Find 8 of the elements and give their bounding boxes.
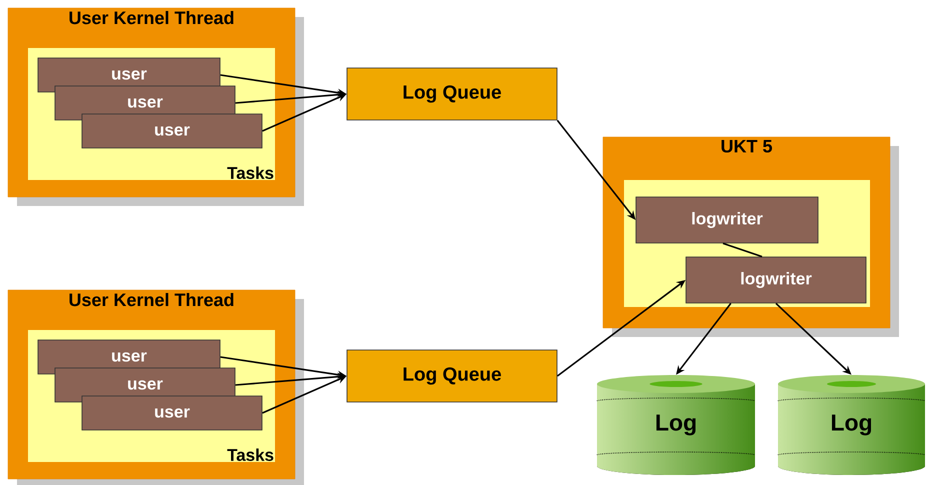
log-cylinder: Log xyxy=(596,375,756,475)
task-box: logwriter xyxy=(686,256,866,304)
log-cylinder: Log xyxy=(778,375,926,475)
task-box: logwriter xyxy=(636,196,818,244)
queue-box: Log Queue xyxy=(346,68,558,120)
queue-box: Log Queue xyxy=(346,350,558,402)
task-box: user xyxy=(82,396,262,430)
task-box: user xyxy=(82,114,262,148)
